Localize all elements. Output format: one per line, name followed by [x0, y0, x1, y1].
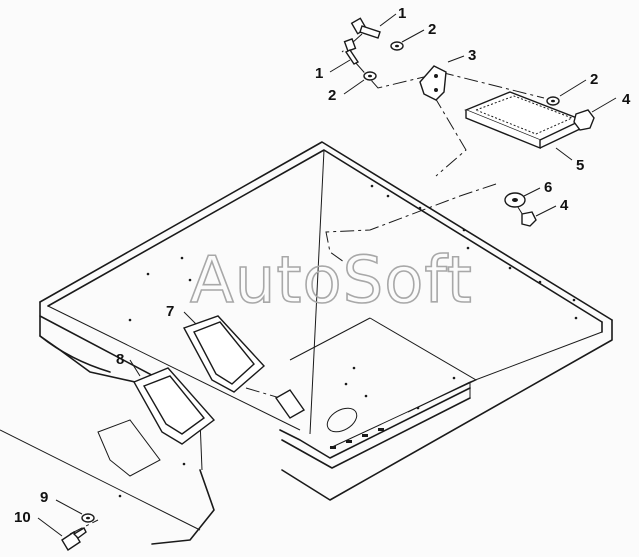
callout-7: 7	[166, 303, 174, 320]
washer-bottom	[81, 513, 95, 523]
washer-upper	[390, 41, 404, 51]
bolt-upper	[350, 17, 381, 39]
gasket	[182, 315, 266, 393]
washer-lower	[363, 71, 377, 81]
callout-8: 8	[116, 351, 124, 368]
callout-9: 9	[40, 489, 48, 506]
callout-2-upper: 2	[428, 21, 436, 38]
step-plate	[464, 91, 584, 150]
callout-numbers: 1 2 1 2 3 2 4 5 6 4 7 8 9 10	[14, 5, 631, 526]
callout-5: 5	[576, 157, 584, 174]
nut-lower	[521, 211, 537, 227]
watermark-text: AutoSoft	[190, 244, 473, 318]
callout-6: 6	[544, 179, 552, 196]
callout-3: 3	[468, 47, 476, 64]
bolt-bottom	[61, 527, 87, 551]
callout-2-lower: 2	[328, 87, 336, 104]
bolt-lower	[343, 38, 360, 65]
callout-10: 10	[14, 509, 31, 526]
assembly-lines	[69, 33, 545, 535]
callout-4-upper: 4	[622, 91, 631, 108]
access-plate	[274, 389, 306, 419]
callout-4-lower: 4	[560, 197, 569, 214]
leader-lines	[37, 13, 617, 537]
callout-2-right: 2	[590, 71, 598, 88]
washer-right	[546, 96, 560, 106]
mounting-bracket	[419, 65, 447, 101]
cover-plate	[97, 419, 161, 477]
washer-large	[504, 192, 526, 208]
nut-upper	[573, 109, 595, 131]
callout-1-lower: 1	[315, 65, 323, 82]
frame	[133, 367, 216, 445]
callout-1-upper: 1	[398, 5, 406, 22]
